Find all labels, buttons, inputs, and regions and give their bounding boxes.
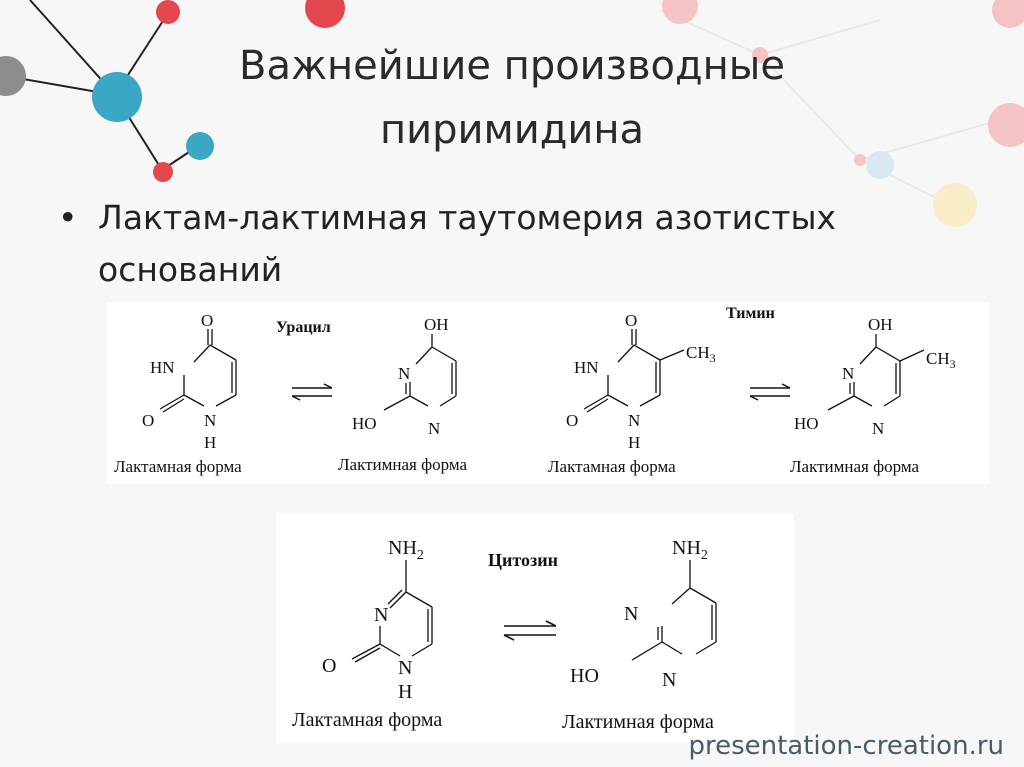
cytosine-lactim-caption: Лактимная форма bbox=[562, 711, 714, 733]
thymine-name-label: Тимин bbox=[726, 305, 775, 322]
uracil-lactim-oh-label: OH bbox=[424, 315, 449, 334]
thymine-lactam-caption: Лактамная форма bbox=[548, 457, 676, 476]
thymine-lactim-n3-label: N bbox=[842, 364, 854, 383]
thymine-lactam-structure bbox=[583, 329, 685, 413]
cytosine-panel: NH2 N O N H Лактамная форма Цитозин NH2 … bbox=[276, 514, 794, 742]
uracil-lactim-n1-label: N bbox=[428, 419, 440, 438]
cytosine-lactam-nh2-label: NH2 bbox=[388, 537, 424, 563]
pale-node-icon bbox=[854, 154, 866, 166]
equilibrium-arrow-icon bbox=[749, 383, 791, 401]
uracil-lactam-hn-label: HN bbox=[150, 358, 175, 377]
uracil-lactim-ho-label: HO bbox=[352, 414, 377, 433]
uracil-lactim-structure bbox=[383, 334, 457, 411]
pale-node-icon bbox=[988, 103, 1024, 147]
cytosine-name-label: Цитозин bbox=[488, 550, 558, 570]
thymine-lactam-hn-label: HN bbox=[574, 358, 599, 377]
cytosine-diagram: NH2 N O N H Лактамная форма Цитозин NH2 … bbox=[292, 537, 717, 733]
slide-title-line2: пиримидина bbox=[379, 107, 645, 153]
uracil-lactam-n1-label: N bbox=[204, 411, 216, 430]
bullet-text: Лактам-лактимная таутомерия азотистых ос… bbox=[98, 198, 837, 289]
grey-node-icon bbox=[0, 56, 26, 96]
thymine-lactam-o-label: O bbox=[625, 311, 637, 330]
uracil-lactam-structure bbox=[159, 329, 237, 413]
red-node-icon bbox=[305, 0, 345, 28]
pale-node-icon bbox=[752, 47, 768, 63]
uracil-lactam-caption: Лактамная форма bbox=[114, 457, 242, 476]
thymine-lactam-n1-label: N bbox=[628, 411, 640, 430]
pale-node-icon bbox=[933, 183, 977, 227]
cytosine-lactam-c2o-label: O bbox=[322, 655, 336, 677]
cytosine-lactim-nh2-label: NH2 bbox=[672, 537, 708, 563]
slide-title-line1: Важнейшие производные bbox=[239, 43, 785, 89]
uracil-lactim-n3-label: N bbox=[398, 364, 410, 383]
thymine-lactim-n1-label: N bbox=[872, 419, 884, 438]
uracil-lactam-o-label: O bbox=[201, 311, 213, 330]
thymine-lactim-oh-label: OH bbox=[868, 315, 893, 334]
cytosine-lactim-n1-label: N bbox=[662, 669, 676, 691]
cytosine-lactam-caption: Лактамная форма bbox=[292, 709, 442, 731]
pale-node-icon bbox=[662, 0, 698, 24]
cytosine-lactim-n3-label: N bbox=[624, 603, 638, 625]
thymine-lactim-ho-label: HO bbox=[794, 414, 819, 433]
cytosine-lactam-n1-label: N bbox=[398, 657, 412, 679]
thymine-lactim-caption: Лактимная форма bbox=[790, 457, 920, 476]
pale-node-icon bbox=[866, 151, 894, 179]
thymine-lactam-c2o-label: O bbox=[566, 411, 578, 430]
bullet-dot: • bbox=[58, 198, 78, 237]
uracil-lactam-c2o-label: O bbox=[142, 411, 154, 430]
cytosine-lactam-n3-label: N bbox=[374, 604, 388, 626]
uracil-thymine-panel: O HN O N H Урацил Лактамная форма OH N H… bbox=[106, 302, 990, 484]
bullet-item: • Лактам-лактимная таутомерия азотистых … bbox=[58, 192, 918, 296]
equilibrium-arrow-icon bbox=[291, 383, 333, 401]
thymine-lactim-ch3-label: CH3 bbox=[926, 349, 956, 371]
uracil-lactam-h-label: H bbox=[204, 433, 216, 452]
thymine-lactim-structure bbox=[827, 334, 925, 411]
teal-node-icon bbox=[92, 72, 142, 122]
watermark-link[interactable]: presentation-creation.ru bbox=[688, 731, 1004, 761]
teal-node-icon bbox=[186, 132, 214, 160]
uracil-thymine-diagram: O HN O N H Урацил Лактамная форма OH N H… bbox=[114, 305, 956, 476]
thymine-lactam-h-label: H bbox=[628, 433, 640, 452]
cytosine-lactam-structure bbox=[351, 560, 433, 663]
thymine-lactam-ch3-label: CH3 bbox=[686, 343, 716, 365]
cytosine-lactim-ho-label: HO bbox=[570, 665, 599, 687]
pale-node-icon bbox=[992, 0, 1024, 28]
cytosine-lactam-h-label: H bbox=[398, 681, 412, 703]
equilibrium-arrow-icon bbox=[503, 620, 557, 641]
uracil-lactim-caption: Лактимная форма bbox=[338, 455, 468, 474]
red-node-icon bbox=[156, 0, 180, 24]
red-node-icon bbox=[153, 162, 173, 182]
cytosine-lactim-structure bbox=[631, 560, 717, 661]
uracil-name-label: Урацил bbox=[276, 319, 331, 336]
